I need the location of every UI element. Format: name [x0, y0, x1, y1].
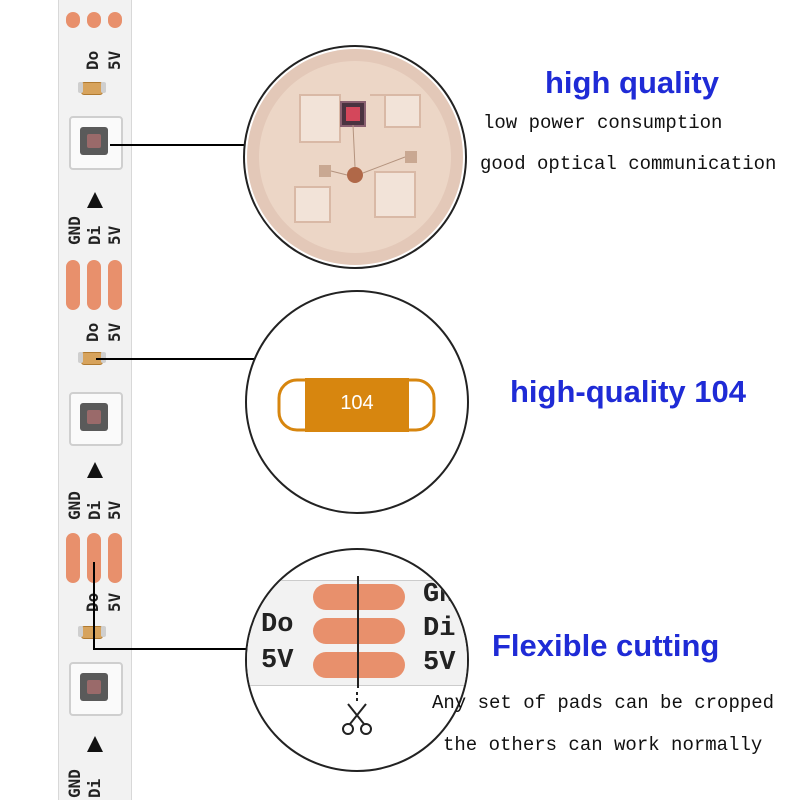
strip-label-5v: 5V: [105, 592, 124, 612]
capacitor: [78, 82, 106, 95]
pad-label-5v: 5V: [423, 648, 456, 678]
strip-label-di: Di: [85, 778, 104, 798]
led-die-illustration: [247, 49, 463, 265]
strip-label-di: Di: [85, 225, 104, 245]
leader-line: [110, 144, 246, 146]
feature-heading-flexible-cutting: Flexible cutting: [492, 628, 720, 663]
pad-label-gnd: GND: [423, 580, 469, 610]
feature-line: the others can work normally: [443, 734, 763, 756]
capacitor: [78, 626, 106, 639]
feature-line: good optical communication: [480, 153, 777, 175]
solder-pad: [313, 584, 405, 610]
feature-line: low power consumption: [483, 112, 723, 134]
leader-line: [96, 358, 256, 360]
solder-pad: [87, 260, 101, 310]
strip-label-do: Do: [83, 322, 102, 342]
direction-arrow-icon: [87, 736, 103, 752]
strip-label-5v: 5V: [105, 50, 124, 70]
solder-pad: [313, 618, 405, 644]
led-chip: [69, 116, 123, 170]
capacitor-illustration: [277, 378, 436, 432]
solder-pad: [313, 652, 405, 678]
solder-pad: [108, 533, 122, 583]
led-closeup-circle: [243, 45, 467, 269]
feature-heading-104: high-quality 104: [510, 374, 746, 409]
led-chip: [69, 662, 123, 716]
cut-line: [357, 576, 359, 688]
leader-line: [93, 562, 95, 650]
direction-arrow-icon: [87, 462, 103, 478]
strip-label-5v: 5V: [105, 322, 124, 342]
led-strip: Do 5V GND Di 5V Do 5V GND Di 5V Do 5V GN…: [58, 0, 132, 800]
direction-arrow-icon: [87, 192, 103, 208]
solder-pad: [66, 260, 80, 310]
solder-pad: [87, 533, 101, 583]
solder-pad: [87, 12, 101, 28]
feature-heading-high-quality: high quality: [545, 65, 719, 100]
cutting-closeup-circle: Do 5V GND Di 5V: [245, 548, 469, 772]
pad-label-5v: 5V: [261, 646, 294, 676]
strip-label-gnd: GND: [65, 216, 84, 245]
strip-label-di: Di: [85, 500, 104, 520]
pad-label-do: Do: [261, 610, 294, 640]
solder-pad: [66, 533, 80, 583]
strip-label-gnd: GND: [65, 769, 84, 798]
leader-line: [93, 648, 253, 650]
scissors-icon: [342, 692, 372, 735]
solder-pad: [108, 12, 122, 28]
pad-label-di: Di: [423, 614, 456, 644]
strip-label-5v: 5V: [105, 500, 124, 520]
led-chip: [69, 392, 123, 446]
strip-label-do: Do: [83, 50, 102, 70]
feature-line: Any set of pads can be cropped: [432, 692, 775, 714]
capacitor-closeup-circle: 104: [245, 290, 469, 514]
strip-label-5v: 5V: [105, 225, 124, 245]
solder-pad: [66, 12, 80, 28]
strip-label-gnd: GND: [65, 491, 84, 520]
capacitor-label: 104: [340, 392, 374, 414]
solder-pad: [108, 260, 122, 310]
